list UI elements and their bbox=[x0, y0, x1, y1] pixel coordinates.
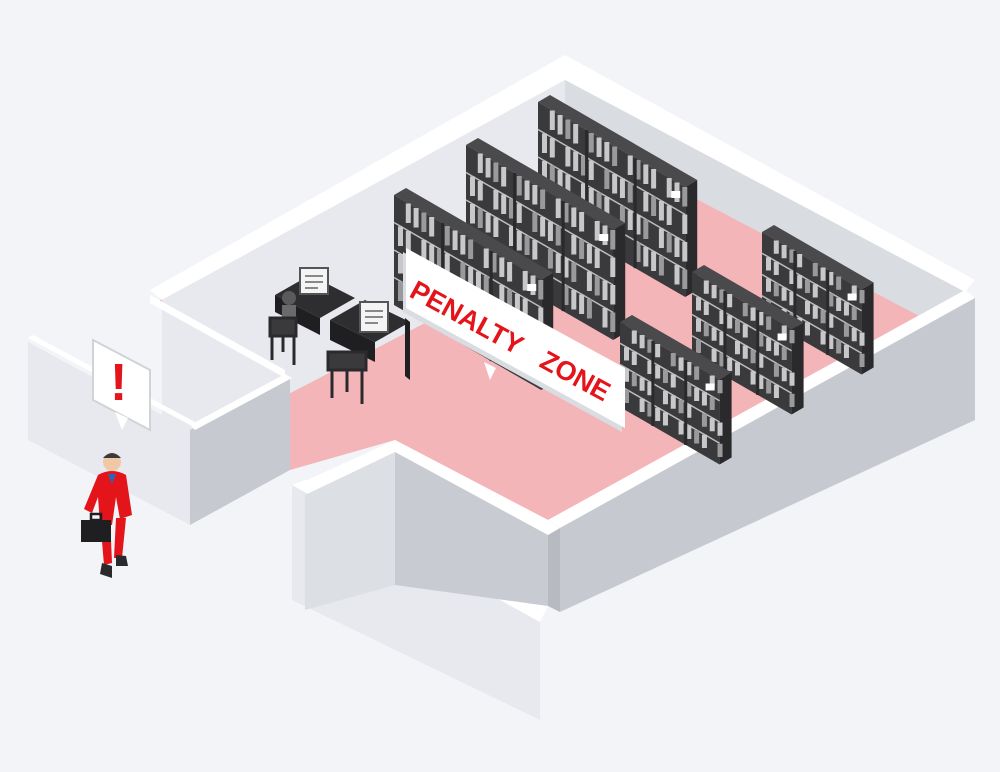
man-in-red-suit bbox=[81, 453, 132, 578]
bookshelf bbox=[761, 225, 874, 375]
alert-bubble: ! bbox=[92, 338, 151, 432]
study-desk-1 bbox=[268, 267, 355, 365]
bookshelf bbox=[619, 315, 732, 465]
bookshelf bbox=[691, 265, 804, 415]
study-desk-2 bbox=[326, 300, 410, 404]
front-wall-bottom bbox=[290, 440, 560, 720]
chair-2 bbox=[326, 350, 368, 404]
briefcase-icon bbox=[81, 512, 111, 542]
chair-1 bbox=[268, 316, 298, 365]
back-wall-right bbox=[565, 55, 975, 340]
bookshelf-group bbox=[393, 95, 874, 465]
exclamation-icon: ! bbox=[110, 354, 127, 412]
